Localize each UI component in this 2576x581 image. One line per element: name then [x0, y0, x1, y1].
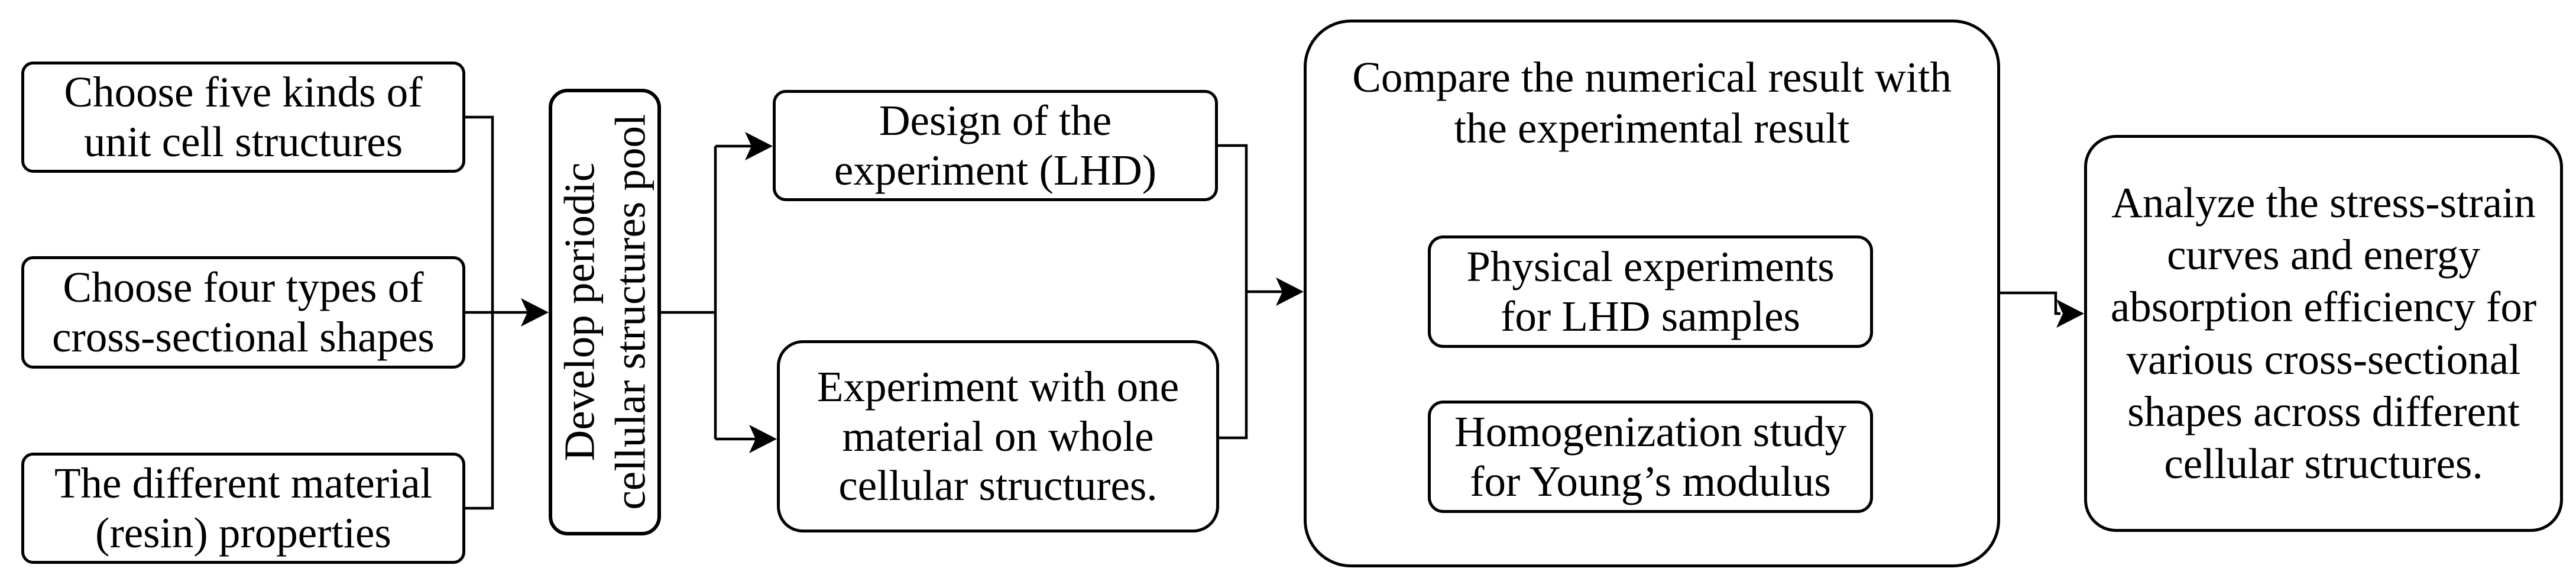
input-box-material-properties: The different material (resin) propertie…	[21, 453, 465, 564]
pool-box: Develop periodic cellular structures poo…	[549, 89, 661, 535]
connector-line	[2000, 291, 2060, 315]
analyze-results-box: Analyze the stress-strain curves and ene…	[2084, 135, 2563, 532]
input-box-cross-sections: Choose four types of cross-sectional sha…	[21, 256, 465, 369]
compare-results-title: Compare the numerical result with the ex…	[1352, 53, 1952, 153]
input-box-unit-cells: Choose five kinds of unit cell structure…	[21, 62, 465, 173]
connector-lines	[465, 115, 2060, 510]
pool-box-label: Develop periodic cellular structures poo…	[555, 114, 654, 510]
physical-experiments-box: Physical experiments for LHD samples	[1428, 235, 1873, 348]
connector-line	[1218, 144, 1248, 440]
connector-line	[661, 146, 717, 439]
arrowheads	[521, 132, 2084, 453]
flow-arrowhead-icon	[745, 132, 773, 160]
flow-arrowhead-icon	[2056, 299, 2084, 328]
flow-arrowhead-icon	[521, 298, 549, 327]
flow-arrowhead-icon	[1276, 277, 1304, 306]
design-of-experiment-box: Design of the experiment (LHD)	[773, 90, 1218, 201]
flow-arrowhead-icon	[749, 425, 777, 453]
homogenization-study-box: Homogenization study for Young’s modulus	[1428, 401, 1873, 513]
experiment-one-material-box: Experiment with one material on whole ce…	[777, 340, 1219, 532]
